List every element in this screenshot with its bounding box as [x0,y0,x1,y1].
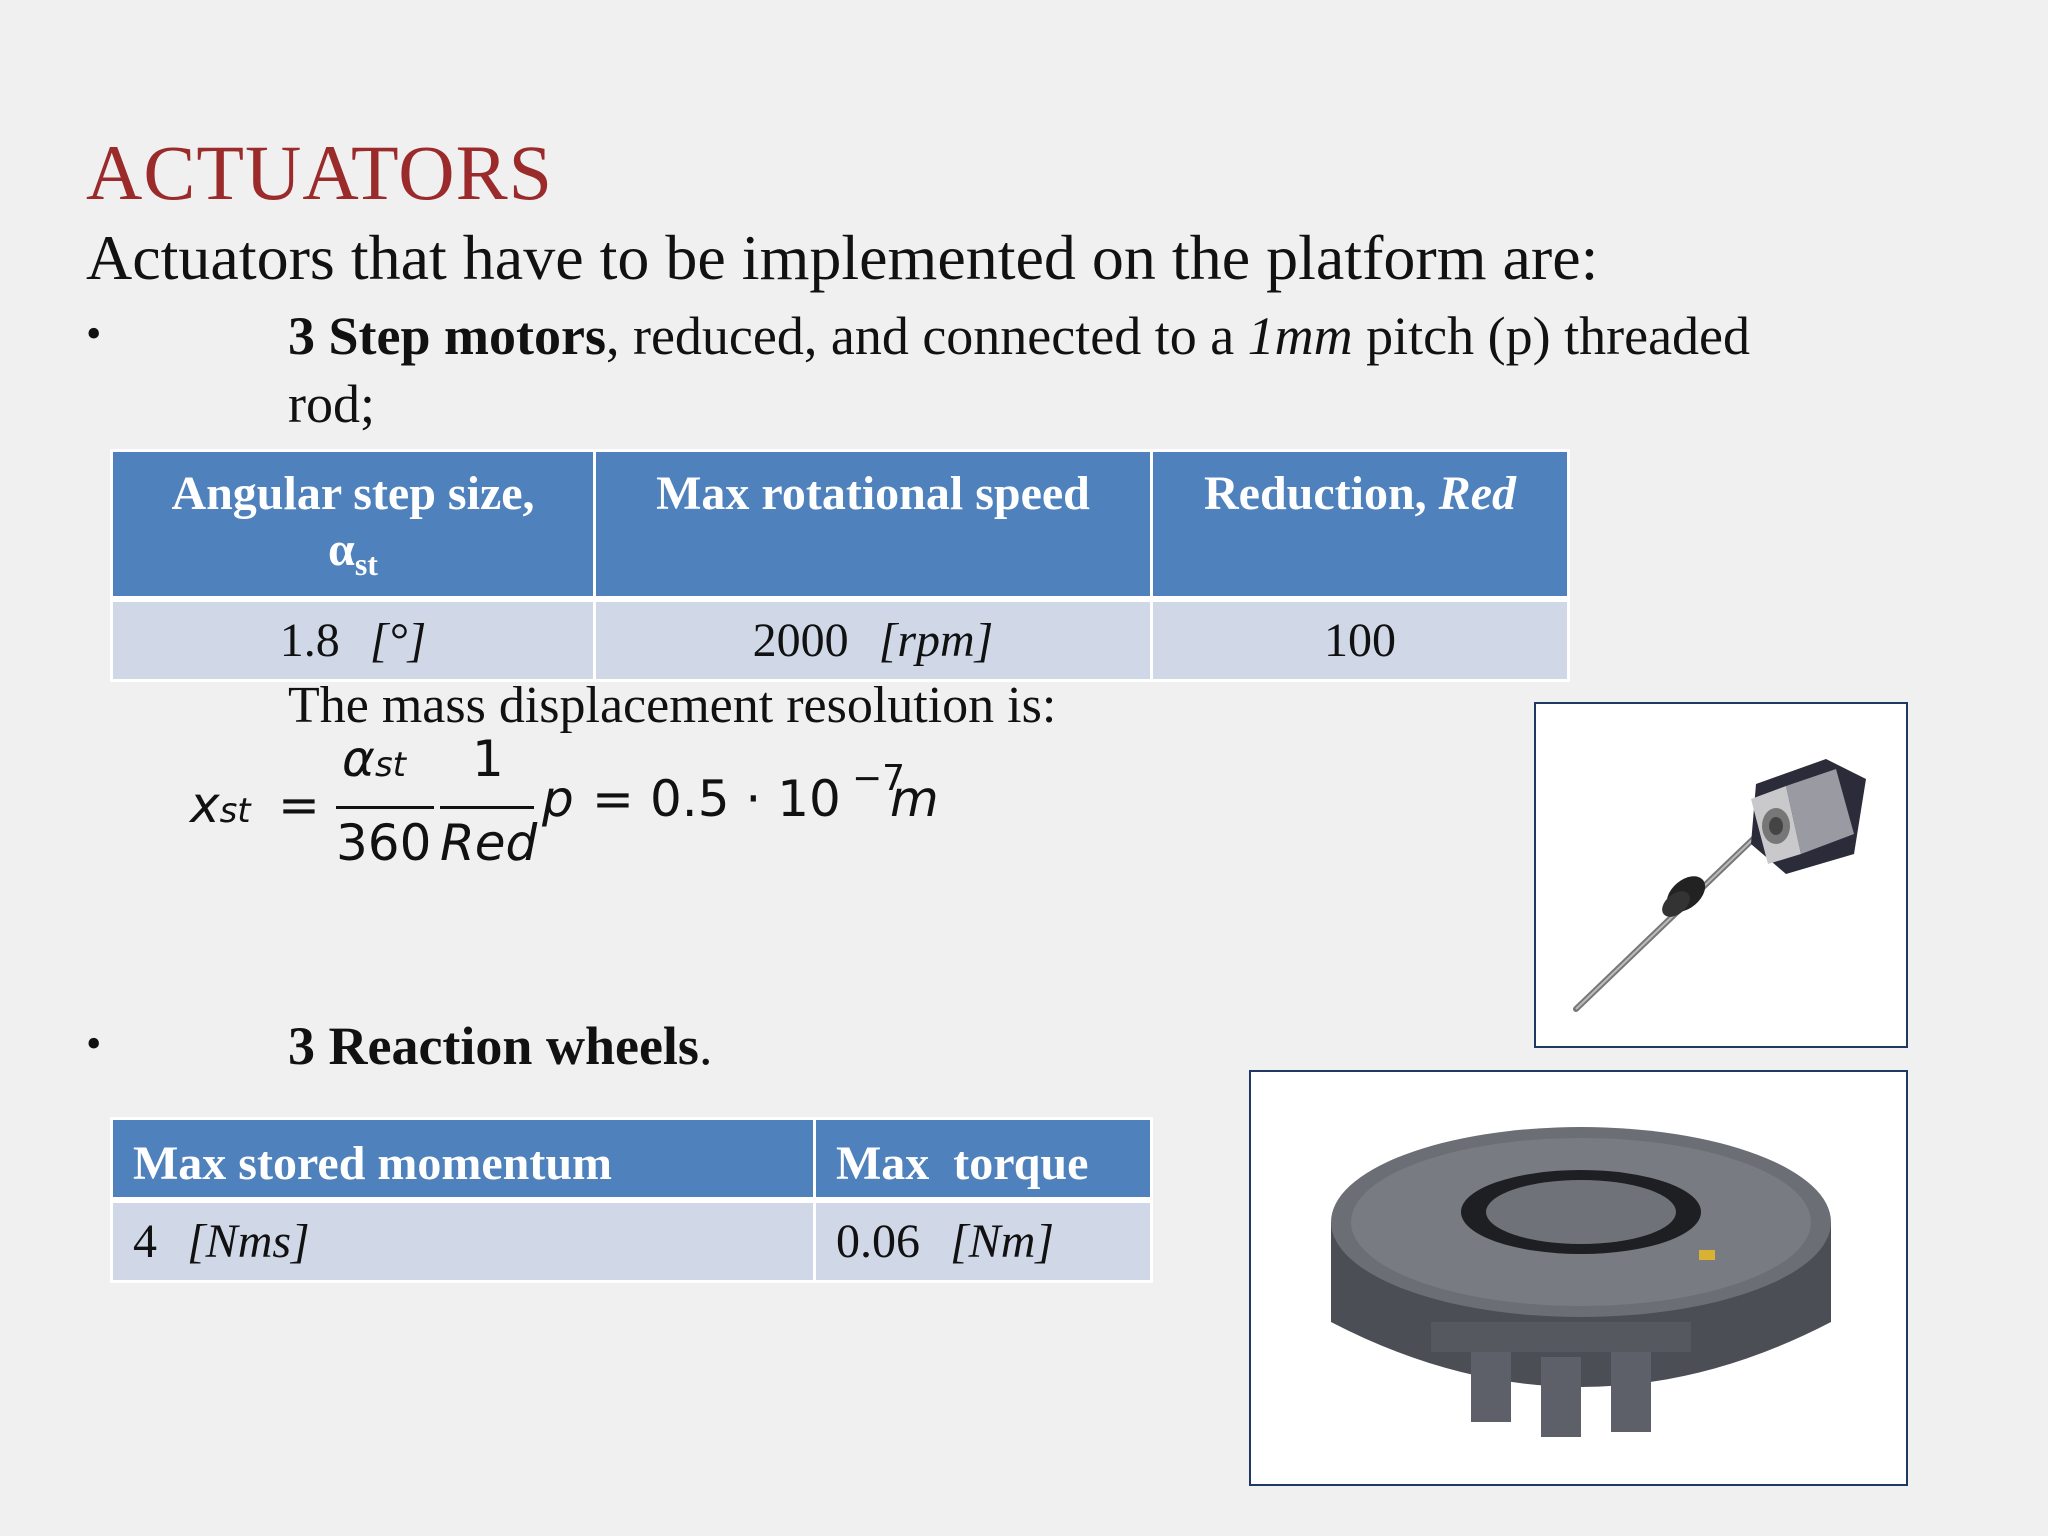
header-reduction-label: Reduction, [1203,467,1439,520]
formula-eq1: = [278,776,320,834]
formula-alpha-var: α [342,730,375,788]
slide-subtitle: Actuators that have to be implemented on… [86,222,1599,293]
reaction-wheel-image [1249,1070,1908,1486]
cell-angular-step: 1.8 [°] [113,599,596,679]
cell-angular-step-value: 1.8 [279,614,340,667]
header-alpha-subscript: st [354,546,378,582]
step-motor-image [1534,702,1908,1048]
cell-max-momentum-value: 4 [133,1215,157,1268]
cell-max-speed-unit: [rpm] [878,614,994,667]
header-reduction-symbol: Red [1438,467,1516,520]
reaction-wheels-bullet: 3 Reaction wheels. [288,1012,1848,1080]
step-motors-bullet: 3 Step motors, reduced, and connected to… [288,302,1848,438]
cell-max-torque-unit: [Nm] [950,1215,1055,1268]
formula-360: 360 [336,814,432,872]
bullet-dot: • [86,1019,102,1068]
reaction-wheel-table: Max stored momentum Max torque 4 [Nms] 0.… [110,1117,1153,1283]
formula-result: 0.5 · 10 [650,770,841,828]
formula-x: xst [190,776,251,834]
formula-red: Red [440,814,538,872]
reaction-wheels-heading: 3 Reaction wheels [288,1016,699,1076]
cell-max-speed-value: 2000 [752,614,849,667]
formula-eq2: = [592,770,634,828]
header-max-speed: Max rotational speed [594,452,1153,602]
formula-one: 1 [472,730,504,788]
resolution-label: The mass displacement resolution is: [288,677,1057,734]
header-max-momentum: Max stored momentum [113,1120,816,1203]
formula-p: p [542,770,574,828]
formula-exponent: −7 [852,758,906,799]
step-motor-table: Angular step size, αst Max rotational sp… [110,449,1570,682]
resolution-formula: xst = αst 360 1 Red p = 0.5 · 10 −7 m [190,730,950,880]
cell-max-torque: 0.06 [Nm] [814,1200,1150,1280]
step-motors-pitch: 1mm [1247,306,1353,366]
reaction-wheel-illustration [1251,1072,1906,1484]
step-motor-illustration [1536,704,1906,1046]
header-max-torque: Max torque [814,1120,1150,1203]
formula-alpha: αst [342,730,406,788]
cell-max-momentum-unit: [Nms] [187,1215,310,1268]
formula-alpha-sub: st [374,745,407,785]
header-angular-step-label: Angular step size, [171,467,535,520]
step-motors-heading: 3 Step motors [288,306,606,366]
cell-max-torque-value: 0.06 [836,1215,920,1268]
bullet-dot: • [86,309,102,358]
cell-max-momentum: 4 [Nms] [113,1200,816,1280]
cell-reduction: 100 [1151,599,1567,679]
header-alpha-symbol: α [328,523,355,576]
cell-angular-step-unit: [°] [369,614,427,667]
slide-title: ACTUATORS [86,129,553,216]
step-motors-text-a: , reduced, and connected to a [605,306,1248,366]
header-reduction: Reduction, Red [1151,452,1567,602]
header-angular-step: Angular step size, αst [113,452,596,602]
formula-frac1-line [336,806,434,809]
formula-x-sub: st [219,791,251,831]
formula-unit: m [890,770,939,828]
cell-max-speed: 2000 [rpm] [594,599,1153,679]
formula-frac2-line [440,806,534,809]
formula-x-var: x [190,776,220,834]
step-motors-text-b: pitch (p) threaded rod; [288,306,1750,434]
reaction-wheels-period: . [698,1016,713,1076]
